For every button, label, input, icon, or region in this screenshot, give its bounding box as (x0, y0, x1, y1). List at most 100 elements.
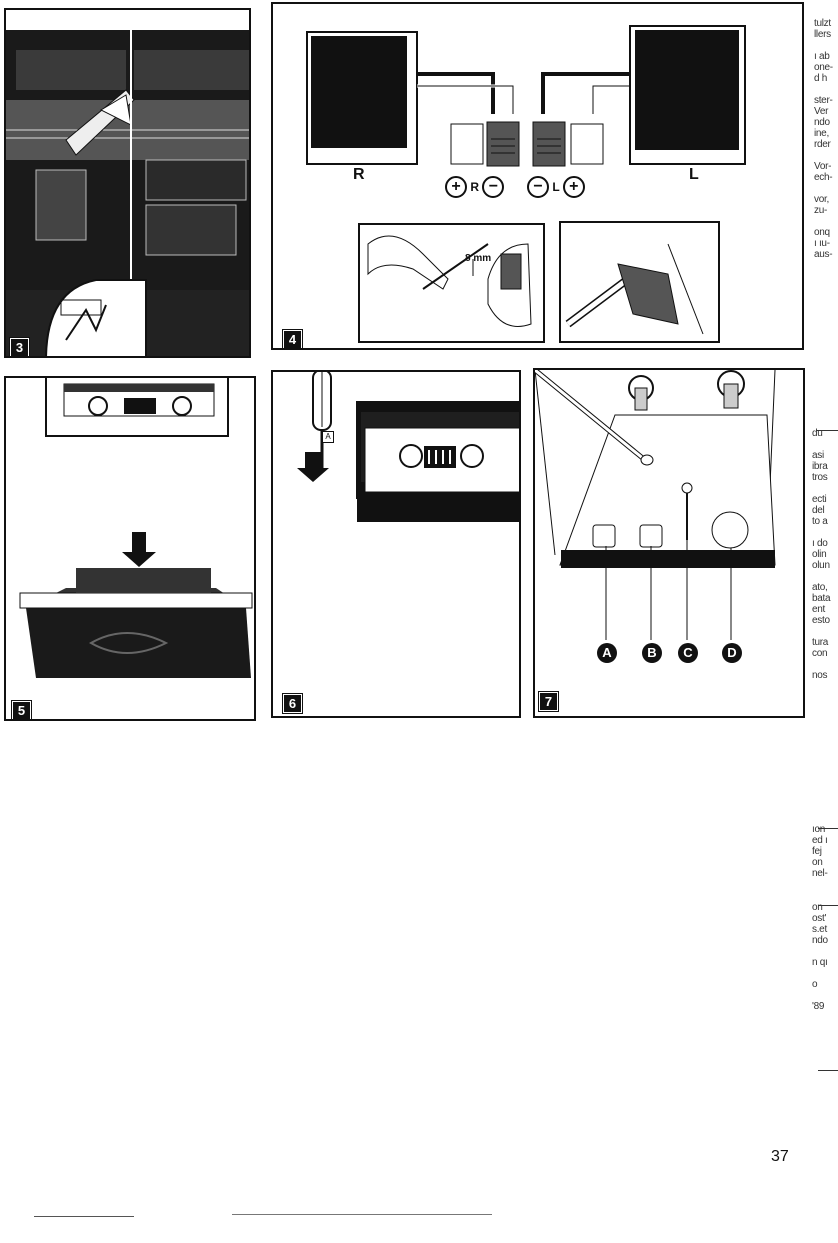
margin-text-line: on (812, 857, 823, 868)
figure-4-number: 4 (282, 329, 303, 348)
margin-text-line (812, 483, 830, 494)
margin-text-line: ı ıu- (814, 238, 830, 249)
margin-divider (818, 905, 838, 906)
margin-text-line: ndo (814, 117, 830, 128)
margin-text-line: onq (814, 227, 830, 238)
page-number: 37 (771, 1148, 789, 1165)
margin-text-line: '89 (812, 1001, 825, 1012)
plus-icon: + (562, 176, 585, 198)
margin-text-line: ster- (814, 95, 833, 106)
margin-text-line (814, 84, 833, 95)
strip-length-label: 8 mm (465, 253, 492, 264)
margin-text-line (814, 40, 833, 51)
margin-text-line: zu- (814, 205, 827, 216)
minus-icon: − (482, 176, 505, 198)
margin-text-line: ndo (812, 935, 828, 946)
margin-text-line: ent (812, 604, 826, 615)
margin-text-line: du (812, 428, 823, 439)
terminal-r-polarity: + R − (445, 176, 505, 198)
cassette-side-label: A (322, 431, 334, 443)
figure-4-illustration (306, 25, 746, 343)
margin-text-line (812, 946, 828, 957)
figure-4-panel: R L + R − − L + 8 mm 4 (271, 2, 804, 350)
margin-text-line (812, 990, 828, 1001)
marker-b: B (642, 643, 662, 663)
figure-3-number: 3 (9, 337, 30, 356)
plus-icon: + (445, 176, 467, 198)
margin-text-line: n qı (812, 957, 828, 968)
margin-text-line: fej (812, 846, 822, 857)
margin-divider (818, 1070, 838, 1071)
margin-divider (818, 828, 838, 829)
figure-6-number: 6 (282, 693, 303, 714)
figure-5-number: 5 (11, 700, 32, 719)
margin-text-line: Ver (814, 106, 829, 117)
figure-7-panel: A B C D 7 (533, 368, 805, 718)
figure-3-panel: 3 (4, 8, 251, 358)
margin-text-line: ıon (812, 824, 826, 835)
margin-text-line (814, 216, 833, 227)
figure-5-panel: 5 (4, 376, 256, 721)
margin-text-line: rder (814, 139, 831, 150)
margin-text-line: Vor- (814, 161, 832, 172)
margin-text-line (812, 571, 830, 582)
speaker-r-label: R (353, 166, 365, 183)
figure-5-illustration (19, 378, 253, 678)
margin-text-line: one- (814, 62, 833, 73)
margin-text-line: ecti (812, 494, 827, 505)
margin-text-line: ost' (812, 913, 827, 924)
marker-a: A (597, 643, 617, 663)
margin-text-line (812, 659, 830, 670)
margin-text-line: aus- (814, 249, 833, 260)
scan-artifact (232, 1214, 492, 1215)
margin-text-line (814, 150, 833, 161)
margin-text-line: ı ab (814, 51, 830, 62)
margin-text-line: ed ı (812, 835, 828, 846)
margin-text-line: esto (812, 615, 830, 626)
margin-text-line: olun (812, 560, 830, 571)
margin-text-line: on (812, 902, 823, 913)
terminal-l-label: L (552, 180, 560, 194)
margin-text-line: tulzt (814, 18, 831, 29)
margin-text-line: to a (812, 516, 828, 527)
figure-7-illustration (535, 370, 776, 640)
figure-6-illustration (297, 372, 519, 522)
margin-text-line: nel- (812, 868, 828, 879)
speaker-l-label: L (689, 166, 699, 183)
margin-text-line: bata (812, 593, 831, 604)
marker-d: D (722, 643, 742, 663)
margin-divider (816, 430, 838, 431)
margin-text-line (812, 968, 828, 979)
margin-text-line: ech- (814, 172, 833, 183)
margin-text-line: vor, (814, 194, 829, 205)
margin-text-line: tura (812, 637, 829, 648)
terminal-l-polarity: − L + (527, 176, 585, 198)
figure-6-panel: A 6 (271, 370, 521, 718)
margin-text-line: olin (812, 549, 827, 560)
margin-text-line (814, 183, 833, 194)
margin-text-line: ibra (812, 461, 828, 472)
figure-7-number: 7 (538, 691, 559, 712)
margin-text-line: nos (812, 670, 828, 681)
margin-text-line: ine, (814, 128, 829, 139)
marker-c: C (678, 643, 698, 663)
margin-text-line: ı do (812, 538, 828, 549)
margin-text-line: con (812, 648, 828, 659)
terminal-r-label: R (470, 180, 480, 194)
margin-text-line (812, 439, 830, 450)
margin-text-line: ato, (812, 582, 828, 593)
margin-text-line: d h (814, 73, 828, 84)
margin-text-line: del (812, 505, 825, 516)
scan-artifact (34, 1216, 134, 1217)
margin-text-line: o (812, 979, 818, 990)
margin-text-line (812, 626, 830, 637)
minus-icon: − (527, 176, 549, 198)
margin-text-line: s.et (812, 924, 827, 935)
figure-3-illustration (6, 10, 249, 356)
margin-text-line (812, 527, 830, 538)
margin-text-line: llers (814, 29, 831, 40)
